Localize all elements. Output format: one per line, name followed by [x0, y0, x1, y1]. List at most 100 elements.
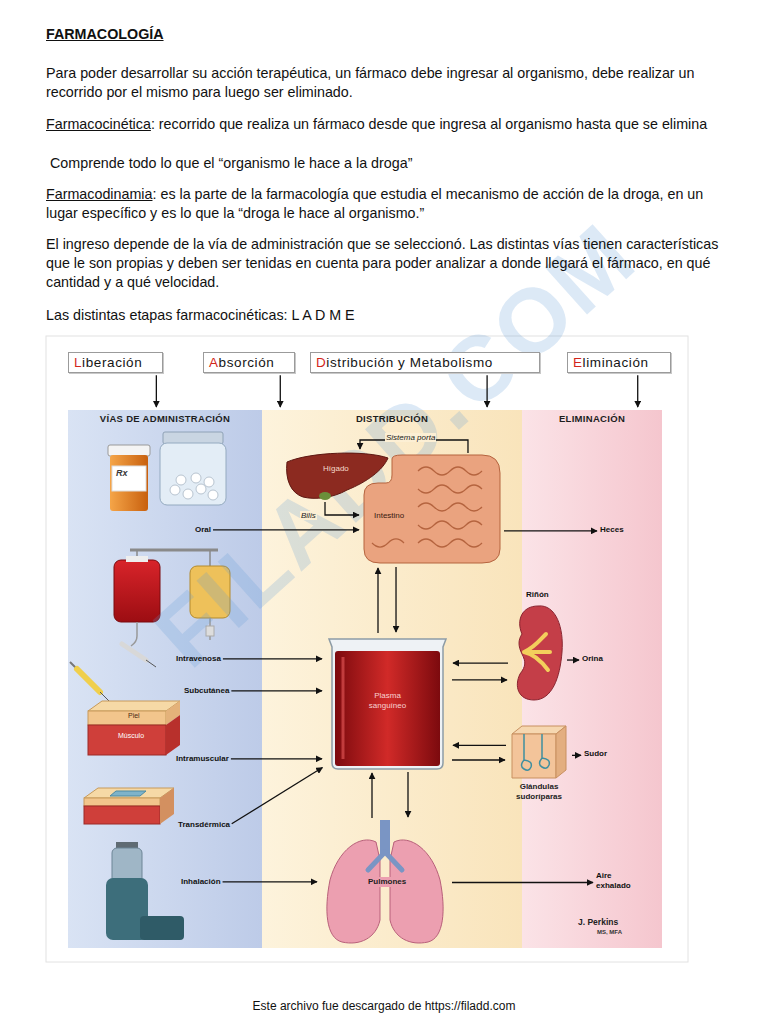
flow-arrow	[453, 662, 508, 663]
prescription-mark: Rx	[116, 468, 128, 478]
pill	[183, 489, 193, 499]
flow-arrow	[452, 759, 505, 760]
pill-bottle	[110, 455, 148, 511]
skin-layer	[84, 798, 160, 806]
glass-highlight	[342, 657, 345, 759]
organ-name: Riñón	[526, 590, 549, 600]
text-block: Farmacocinética: recorrido que realiza u…	[46, 115, 730, 134]
text-block: J. Perkins	[578, 917, 618, 927]
output-name: Orina	[582, 654, 603, 664]
route-name: Subcutánea	[184, 686, 229, 696]
author-credit: J. Perkins	[578, 917, 618, 927]
bag-tab	[126, 556, 148, 562]
skin-front	[512, 734, 556, 778]
transdermal-patch	[110, 791, 146, 796]
needle	[146, 660, 156, 667]
flow-arrow	[232, 768, 323, 824]
page-title: FARMACOLOGÍA	[46, 26, 164, 42]
intestine-coil	[418, 539, 482, 547]
syringe-barrel	[77, 669, 100, 692]
term-heading: Farmacocinética	[46, 116, 151, 132]
route-name: Inhalación	[181, 877, 221, 887]
term-heading: Farmacodinamia	[46, 186, 152, 202]
sweat-gland-organ: Glándulas sudoríparas	[508, 722, 570, 817]
flow-arrow	[223, 658, 322, 659]
pill	[204, 477, 214, 487]
skin-layer	[88, 711, 166, 725]
text-block: Rx	[116, 468, 128, 478]
column-heading: DISTRIBUCIÓN	[262, 413, 522, 424]
flow-arrow	[325, 502, 359, 515]
flow-arrow	[395, 567, 396, 632]
band-ground	[522, 410, 662, 948]
route-name: Oral	[195, 525, 211, 535]
skin-side	[556, 726, 566, 778]
kidney-shape	[517, 606, 562, 700]
band-ground	[68, 410, 262, 948]
column-band: HecesRiñónOrinaGlándulas sudoríparasSudo…	[522, 410, 662, 948]
layer-label: Piel	[128, 712, 140, 719]
skin-surface	[84, 788, 174, 798]
flow-arrow	[371, 773, 372, 818]
sweat-gland-organ-outline	[508, 722, 570, 817]
body-paragraph: El ingreso depende de la vía de administ…	[46, 236, 718, 290]
flow-arrow	[637, 375, 638, 407]
text-block: Este archivo fue descargado de https://f…	[0, 999, 768, 1013]
kidney-organ-outline	[510, 590, 565, 705]
flow-arrow	[567, 659, 579, 660]
pill	[176, 475, 186, 485]
right-lung	[390, 840, 443, 943]
beaker-glass	[329, 639, 446, 769]
intestine-shape	[364, 455, 500, 563]
stage-name: Absorción	[209, 355, 274, 371]
flow-arrow	[280, 375, 281, 407]
sweat-gland	[540, 734, 550, 768]
flow-arrow	[231, 758, 322, 759]
pill-jar	[160, 443, 226, 505]
route-name: Intramuscular	[176, 754, 229, 764]
stage-box: Eliminación	[567, 352, 671, 373]
bronchi	[368, 852, 402, 870]
edge-label: Bilis	[300, 511, 317, 520]
column-heading: ELIMINACIÓN	[522, 413, 662, 424]
inhaler-mouthpiece	[140, 916, 184, 940]
pill	[170, 485, 180, 495]
route-label: Subcutánea	[184, 686, 229, 696]
flow-arrow	[377, 568, 378, 633]
note-text: Comprende todo lo que el “organismo le h…	[50, 155, 412, 171]
muscle-side	[166, 715, 180, 755]
flow-arrow	[223, 881, 317, 882]
liver-organ: Hígado	[285, 452, 390, 500]
kidney-organ: Riñón	[510, 590, 565, 705]
output-label: Heces	[600, 525, 624, 535]
skin-side	[160, 788, 174, 824]
edge-label-holder: Sistema porta	[385, 426, 436, 444]
flow-arrow	[453, 745, 506, 746]
organ-name: Intestino	[374, 511, 404, 521]
output-name: Aire exhalado	[596, 871, 636, 890]
bottle-label	[112, 466, 146, 491]
intestine-organ: Intestino	[362, 455, 502, 565]
text-block: MS, MFA	[597, 929, 622, 935]
text-block: Piel	[128, 712, 140, 720]
pill	[196, 484, 206, 494]
pill	[191, 473, 201, 483]
column-band: OralIntravenosaSubcutáneaIntramuscularTr…	[68, 410, 262, 948]
intestine-coil	[418, 521, 482, 529]
intestine-coil	[418, 503, 482, 511]
jar-lid	[163, 432, 223, 444]
flow-arrow	[231, 690, 322, 691]
skin-surface	[88, 701, 180, 711]
output-label: Aire exhalado	[596, 871, 636, 890]
output-name: Heces	[600, 525, 624, 535]
stage-box: Liberación	[68, 352, 163, 373]
sweat-gland	[522, 734, 532, 770]
liver-shape	[287, 453, 388, 498]
edge-label-holder: Bilis	[300, 504, 317, 522]
route-label: Intramuscular	[176, 754, 229, 764]
output-label: Orina	[582, 654, 603, 664]
route-label: Intravenosa	[176, 654, 221, 664]
stage-name: Eliminación	[573, 355, 649, 371]
title-block: FARMACOLOGÍA	[46, 25, 164, 43]
